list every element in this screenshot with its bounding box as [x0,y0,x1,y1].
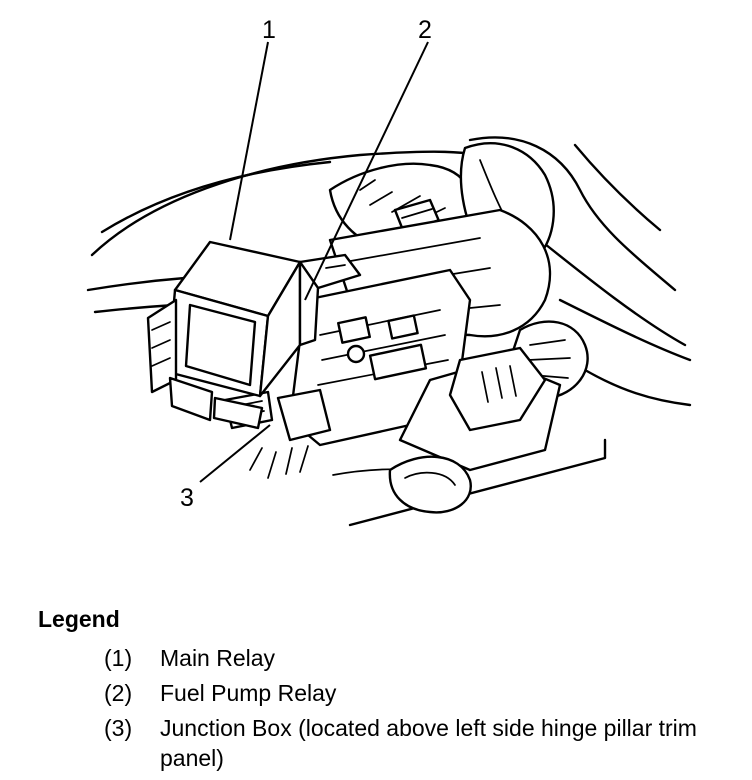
legend-item-number: (1) [104,645,133,671]
leader-line-1 [229,41,269,241]
background-contours [86,136,692,527]
legend-item-number: (2) [104,680,133,706]
leader-line-2 [304,41,429,301]
legend-item-junction-box: (3) Junction Box (located above left sid… [104,713,738,773]
legend-item-number: (3) [104,715,133,741]
legend-item-text: Main Relay [160,645,276,671]
lower-connector [388,346,562,514]
legend-title: Legend [38,606,120,632]
legend: Legend (1) Main Relay (2) Fuel Pump Rela… [38,606,738,778]
main-relay [146,240,302,430]
legend-item-fuel-pump-relay: (2) Fuel Pump Relay [104,678,738,708]
callout-3: 3 [180,484,194,512]
fuel-pump-relay [298,253,362,347]
legend-item-text: Fuel Pump Relay [160,680,337,706]
legend-item-text: Junction Box (located above left side hi… [160,715,697,771]
legend-item-main-relay: (1) Main Relay [104,643,738,673]
callout-1: 1 [262,16,276,44]
callout-2: 2 [418,16,432,44]
relay-location-illustration: 1 2 3 [86,16,692,527]
leader-line-3 [199,424,271,483]
